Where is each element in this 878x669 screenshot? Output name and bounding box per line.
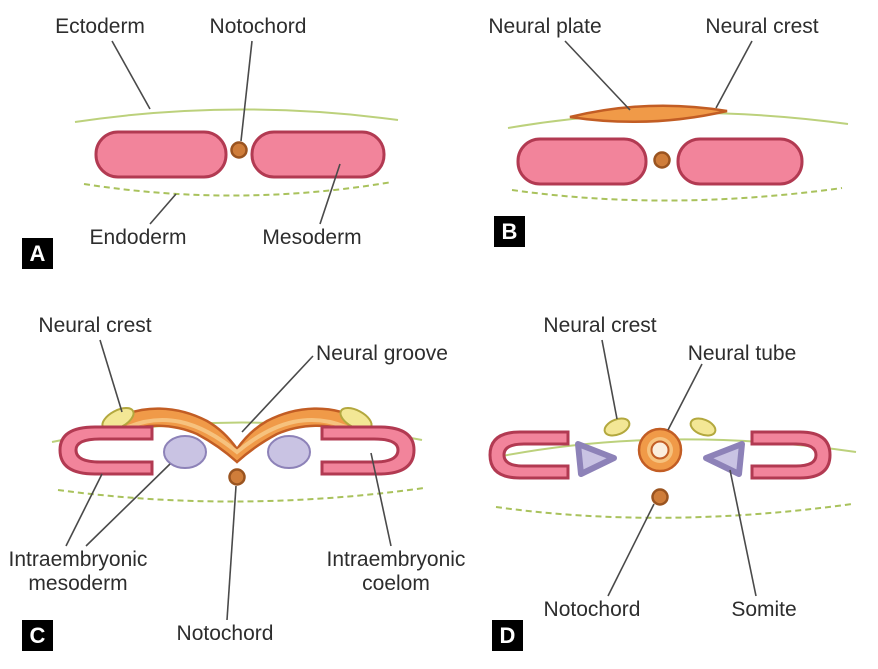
label-somite: Somite: [731, 598, 797, 621]
label-intraembryonic-mesoderm: Intraembryonic mesoderm: [8, 548, 148, 596]
panel-c-notochord: [228, 468, 246, 486]
label-neural-crest-b: Neural crest: [705, 15, 819, 38]
panel-badge-d: D: [492, 620, 523, 651]
panel-b-mesoderm-left: [516, 137, 648, 186]
panel-b-drawing: [507, 40, 849, 202]
panel-c-coelom-leader: [370, 452, 392, 547]
panel-d-notochord-leader: [607, 503, 655, 597]
label-ectoderm: Ectoderm: [55, 15, 145, 38]
panel-a-mesoderm-right: [250, 130, 386, 179]
panel-d-neural-crest-left: [603, 417, 631, 437]
panel-c-mesoderm-leader-2: [85, 463, 171, 547]
label-mesoderm: Mesoderm: [262, 226, 362, 249]
label-notochord-c: Notochord: [176, 622, 274, 645]
panel-a-ectoderm-leader: [111, 40, 151, 110]
panel-d-endoderm-line: [495, 503, 853, 519]
panel-a-ectoderm-line: [74, 108, 399, 123]
panel-a-notochord: [230, 141, 248, 159]
panel-c-drawing: [51, 339, 425, 621]
label-neural-crest-d: Neural crest: [543, 314, 657, 337]
panel-badge-c: C: [22, 620, 53, 651]
panel-c-neural-crest-leader: [99, 339, 123, 413]
panel-b-neural-plate: [569, 104, 728, 124]
panel-d-drawing: [488, 339, 857, 597]
panel-d-neural-crest-leader: [601, 339, 618, 420]
panel-d-neural-tube-lumen: [650, 440, 670, 460]
panel-b-neural-plate-leader: [564, 40, 631, 111]
panel-c-mesoderm-leader-1: [65, 473, 103, 547]
label-endoderm: Endoderm: [89, 226, 187, 249]
panel-d-neural-tube-leader: [667, 363, 703, 431]
panel-a-mesoderm-left: [94, 130, 228, 179]
panel-d-somite-right: [703, 441, 745, 477]
label-neural-groove: Neural groove: [316, 342, 448, 365]
label-neural-crest-c: Neural crest: [38, 314, 152, 337]
panel-c-endoderm-line: [57, 487, 425, 503]
panel-a-drawing: [74, 40, 399, 225]
panel-d-notochord: [651, 488, 669, 506]
label-notochord-d: Notochord: [543, 598, 641, 621]
panel-badge-a: A: [22, 238, 53, 269]
panel-d-somite-left: [575, 441, 617, 477]
panel-c-notochord-leader: [226, 485, 237, 621]
panel-d-lateral-mesoderm-left: [488, 430, 570, 480]
panel-d-lateral-mesoderm-right: [750, 430, 832, 480]
panel-c-paraxial-mesoderm-left: [163, 435, 207, 469]
label-neural-tube: Neural tube: [687, 342, 797, 365]
panel-c-neural-groove-inner: [126, 417, 348, 455]
panel-b-notochord: [653, 151, 671, 169]
panel-c-paraxial-mesoderm-right: [267, 435, 311, 469]
panel-b-neural-crest-leader: [715, 40, 753, 109]
panel-a-mesoderm-leader: [319, 163, 341, 225]
panel-d-somite-leader: [729, 469, 757, 597]
label-intraembryonic-coelom: Intraembryonic coelom: [326, 548, 466, 596]
panel-a-endoderm-line: [83, 181, 393, 197]
panel-b-endoderm-line: [511, 187, 843, 202]
panel-badge-b: B: [494, 216, 525, 247]
label-notochord-a: Notochord: [209, 15, 307, 38]
panel-c-lateral-mesoderm-right: [320, 425, 416, 476]
panel-a-endoderm-leader: [149, 193, 177, 225]
label-neural-plate: Neural plate: [488, 15, 602, 38]
panel-c-neural-groove-leader: [241, 355, 314, 433]
panel-d-neural-crest-right: [689, 417, 717, 437]
panel-c-lateral-mesoderm-left: [58, 425, 154, 476]
panel-a-notochord-leader: [240, 40, 253, 142]
panel-b-mesoderm-right: [676, 137, 804, 186]
